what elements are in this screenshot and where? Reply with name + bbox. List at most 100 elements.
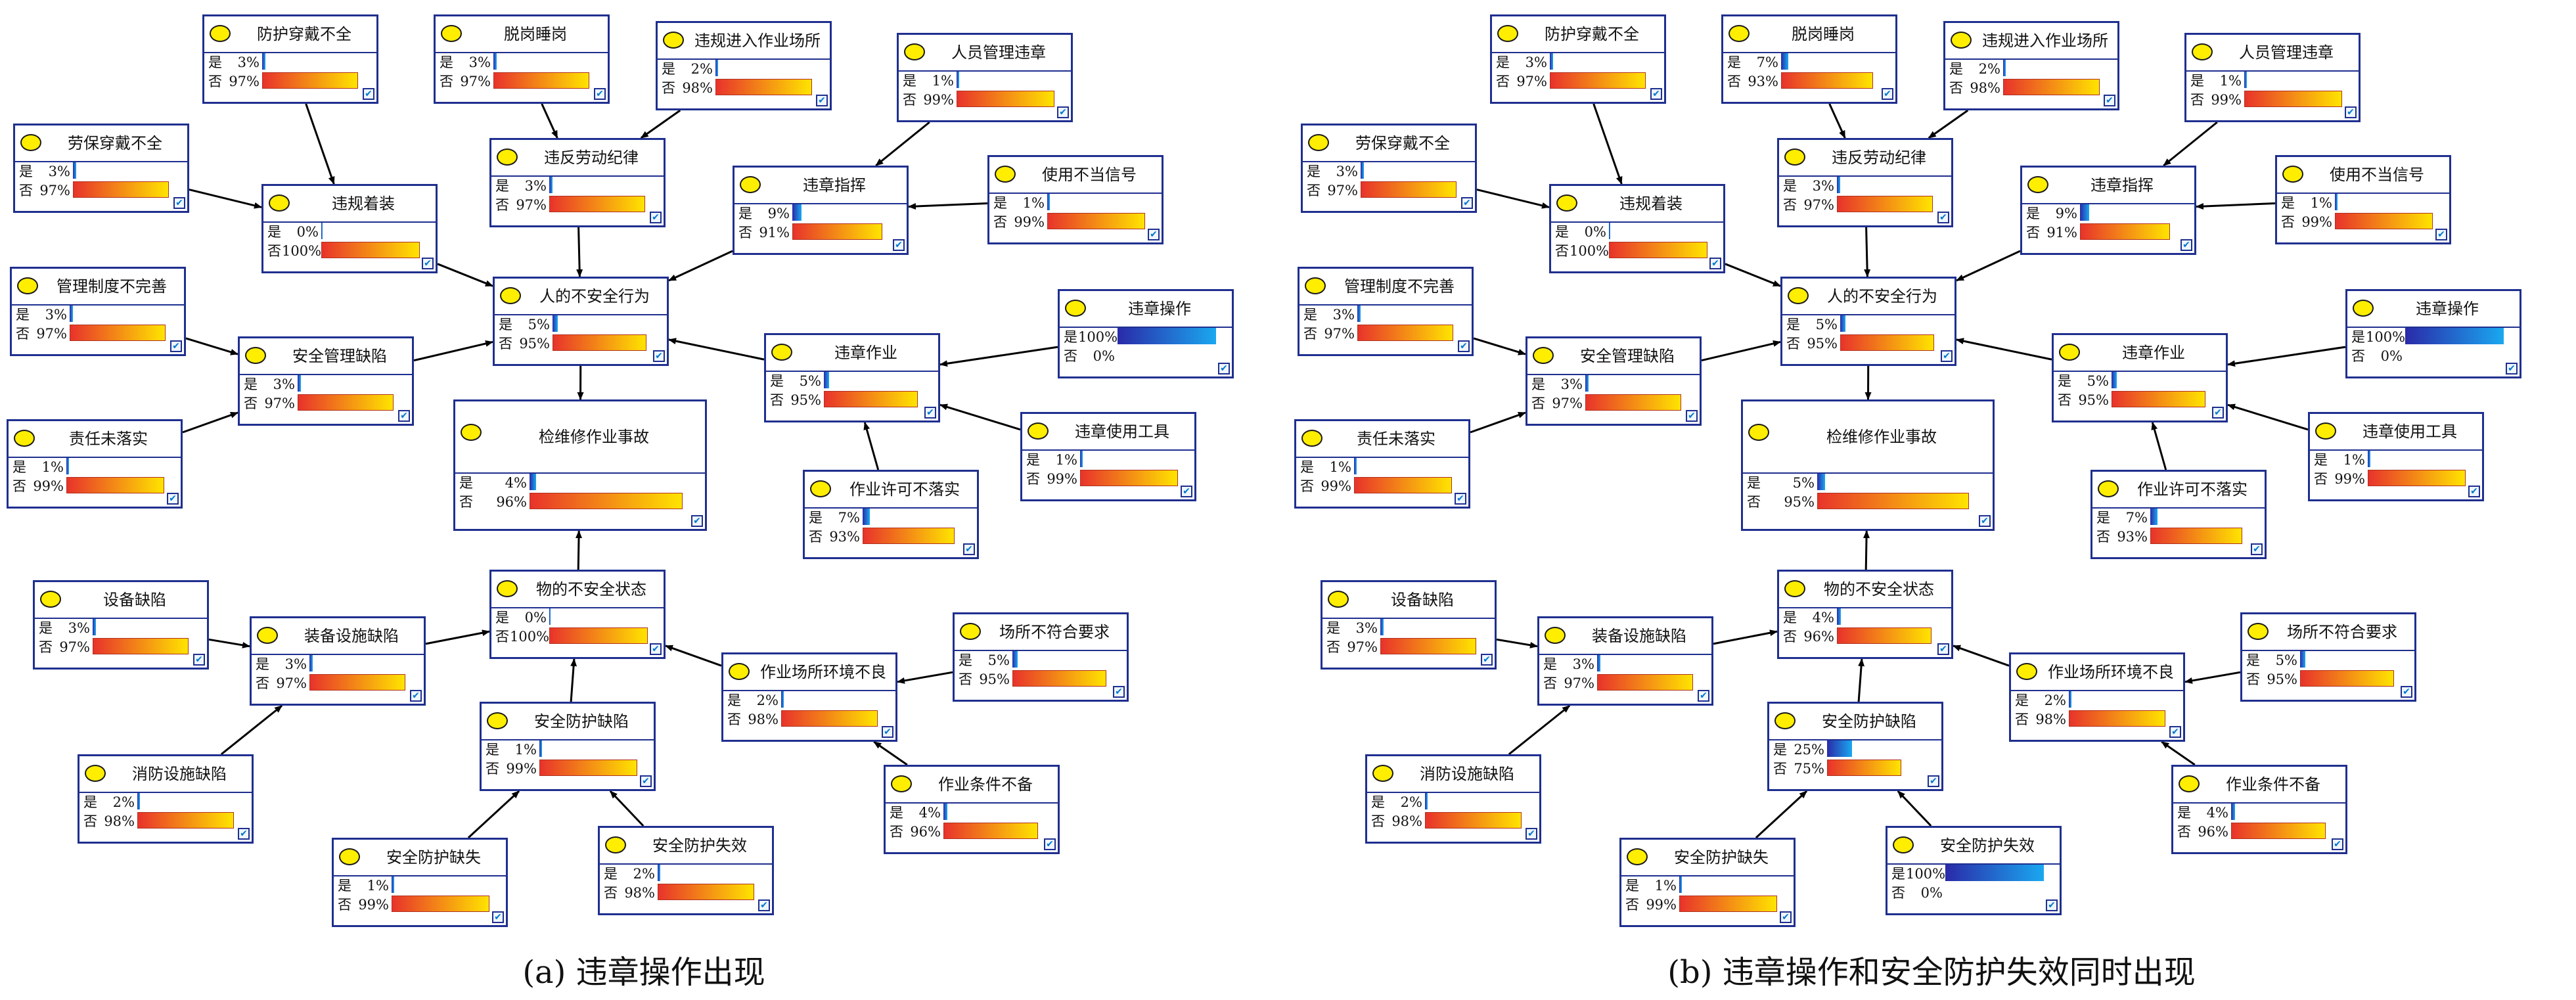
checkbox-check-icon[interactable]: ✔ — [594, 88, 606, 100]
checkbox-check-icon[interactable]: ✔ — [2169, 726, 2181, 738]
checkbox-check-icon[interactable]: ✔ — [2401, 686, 2412, 698]
checkbox-check-icon[interactable]: ✔ — [1928, 775, 1939, 787]
checkbox-check-icon[interactable]: ✔ — [2506, 363, 2518, 375]
checkbox-check-icon[interactable]: ✔ — [422, 258, 434, 269]
checkbox-check-icon[interactable]: ✔ — [398, 410, 410, 422]
checkbox-check-icon[interactable]: ✔ — [1525, 828, 1537, 840]
checkbox-check-icon[interactable]: ✔ — [1113, 686, 1125, 698]
checkbox-check-icon[interactable]: ✔ — [1941, 350, 1953, 362]
checkbox-check-icon[interactable]: ✔ — [758, 899, 770, 911]
checkbox-check-icon[interactable]: ✔ — [2104, 95, 2115, 106]
checkbox-check-icon[interactable]: ✔ — [1044, 838, 1056, 850]
checkbox-check-icon[interactable]: ✔ — [691, 515, 703, 527]
checkbox-check-icon[interactable]: ✔ — [1937, 212, 1949, 223]
checkbox-check-icon[interactable]: ✔ — [1057, 106, 1069, 118]
checkbox-check-icon[interactable]: ✔ — [924, 407, 936, 419]
checkbox-check-icon[interactable]: ✔ — [1937, 643, 1949, 655]
checkbox-check-icon[interactable]: ✔ — [173, 197, 185, 209]
checkbox-check-icon[interactable]: ✔ — [1882, 88, 1893, 100]
checkbox-check-icon[interactable]: ✔ — [1461, 197, 1473, 209]
checkbox-check-icon[interactable]: ✔ — [2181, 239, 2192, 251]
checkbox-check-icon[interactable]: ✔ — [1709, 258, 1721, 269]
checkbox-check-icon[interactable]: ✔ — [1780, 911, 1792, 923]
checkbox-check-icon[interactable]: ✔ — [2468, 486, 2480, 497]
checkbox-check-icon[interactable]: ✔ — [2212, 407, 2224, 419]
checkbox-check-icon[interactable]: ✔ — [653, 350, 665, 362]
checkbox-check-icon[interactable]: ✔ — [1979, 515, 1991, 527]
checkbox-check-icon[interactable]: ✔ — [1650, 88, 1662, 100]
checkbox-check-icon[interactable]: ✔ — [963, 543, 975, 555]
checkbox-check-icon[interactable]: ✔ — [1686, 410, 1698, 422]
checkbox-check-icon[interactable]: ✔ — [2332, 838, 2343, 850]
checkbox-check-icon[interactable]: ✔ — [1455, 493, 1466, 505]
checkbox-check-icon[interactable]: ✔ — [363, 88, 374, 100]
checkbox-check-icon[interactable]: ✔ — [1698, 690, 1709, 702]
checkbox-check-icon[interactable]: ✔ — [2435, 229, 2447, 240]
checkbox-check-icon[interactable]: ✔ — [170, 340, 182, 352]
checkbox-check-icon[interactable]: ✔ — [1218, 363, 1230, 375]
checkbox-check-icon[interactable]: ✔ — [1148, 229, 1160, 240]
checkbox-check-icon[interactable]: ✔ — [650, 643, 662, 655]
checkbox-check-icon[interactable]: ✔ — [816, 95, 828, 106]
checkbox-check-icon[interactable]: ✔ — [882, 726, 893, 738]
checkbox-check-icon[interactable]: ✔ — [1181, 486, 1192, 497]
checkbox-check-icon[interactable]: ✔ — [410, 690, 422, 702]
checkbox-check-icon[interactable]: ✔ — [238, 828, 250, 840]
checkbox-check-icon[interactable]: ✔ — [492, 911, 504, 923]
checkbox-check-icon[interactable]: ✔ — [193, 654, 205, 666]
checkbox-check-icon[interactable]: ✔ — [2251, 543, 2263, 555]
checkbox-check-icon[interactable]: ✔ — [640, 775, 652, 787]
checkbox-check-icon[interactable]: ✔ — [167, 493, 179, 505]
checkbox-check-icon[interactable]: ✔ — [893, 239, 905, 251]
checkbox-check-icon[interactable]: ✔ — [2345, 106, 2357, 118]
